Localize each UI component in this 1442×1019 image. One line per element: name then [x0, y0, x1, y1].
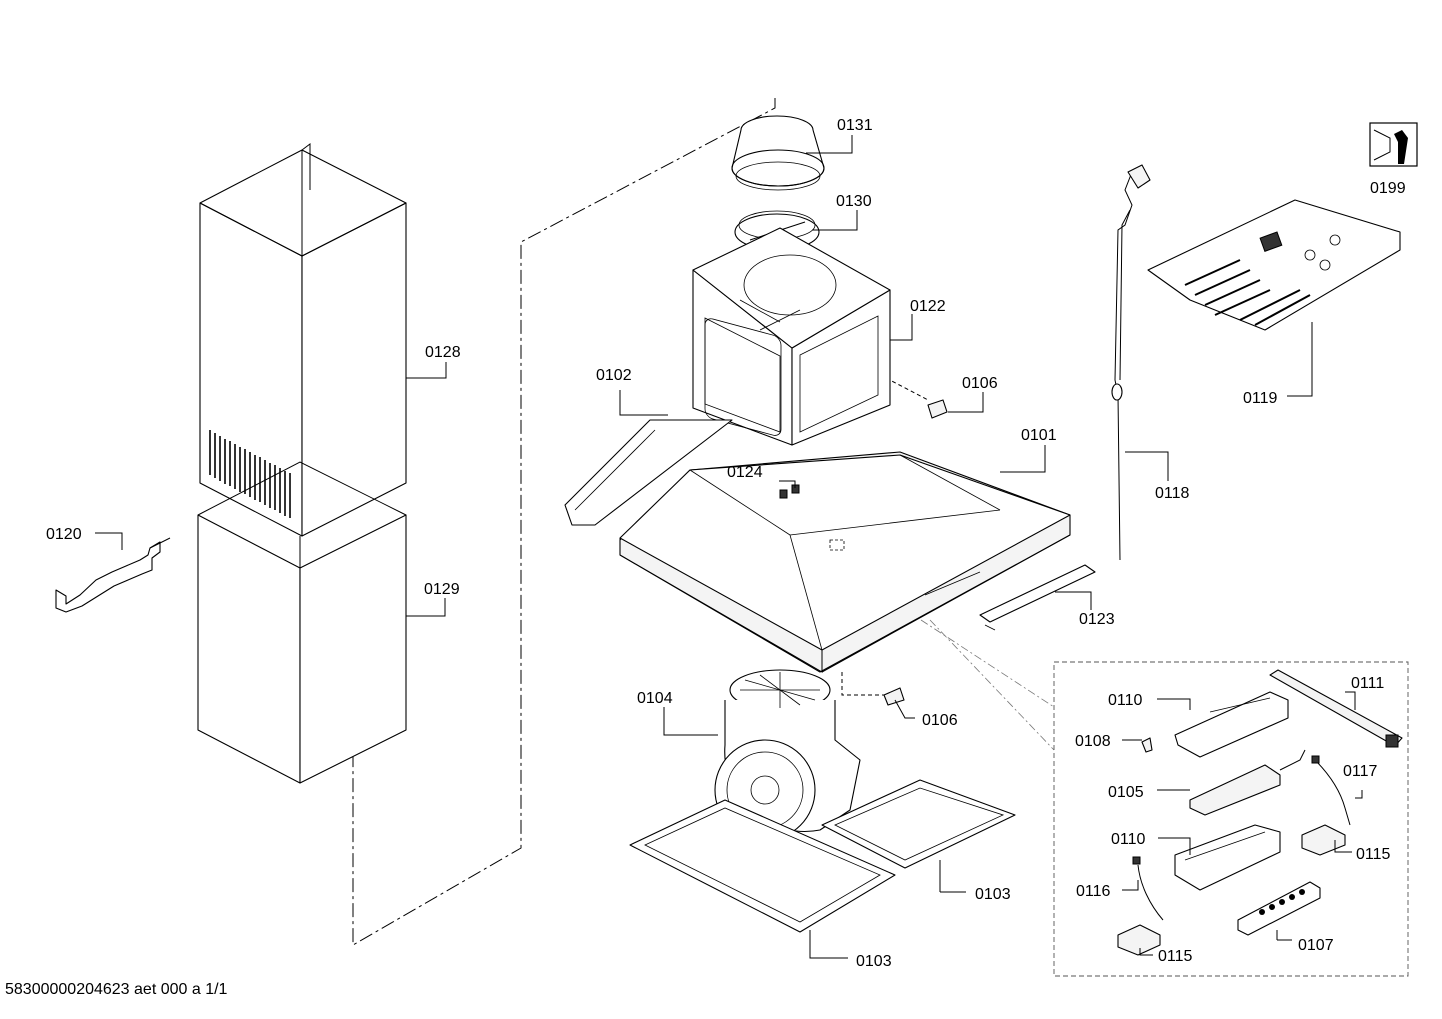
label-0104: 0104: [637, 690, 673, 707]
label-0199: 0199: [1370, 180, 1406, 197]
cable-harness: [1269, 669, 1403, 748]
label-0111: 0111: [1351, 675, 1384, 692]
label-0130: 0130: [836, 193, 872, 210]
label-0115-left: 0115: [1158, 948, 1193, 965]
label-0103-right: 0103: [975, 886, 1011, 903]
power-cord: [1111, 164, 1151, 561]
label-0110-top: 0110: [1108, 692, 1143, 709]
label-0129: 0129: [424, 581, 460, 598]
top-collar: [731, 115, 825, 191]
duct-mounting-plate: [564, 419, 733, 526]
label-0122: 0122: [910, 298, 946, 315]
cap-top: [927, 399, 948, 419]
label-0117: 0117: [1343, 763, 1378, 780]
label-0110-bottom: 0110: [1111, 831, 1146, 848]
control-cover-top: [1174, 691, 1289, 758]
clip-0108: [1141, 737, 1153, 753]
wrench-icon: [1369, 122, 1418, 167]
document-footer: 58300000204623 aet 000 a 1/1: [5, 981, 228, 998]
label-0120: 0120: [46, 526, 82, 543]
label-0131: 0131: [837, 117, 873, 134]
chimney-lower-cover: [197, 461, 407, 784]
cable-0116: [1132, 856, 1164, 921]
label-0116: 0116: [1076, 883, 1111, 900]
wall-bracket: [55, 537, 171, 613]
control-pcb: [1189, 749, 1306, 816]
label-0101: 0101: [1021, 427, 1057, 444]
fan-housing-box: [692, 227, 891, 446]
cap-bottom: [883, 687, 905, 706]
label-0115-right: 0115: [1356, 846, 1391, 863]
label-0124: 0124: [727, 464, 763, 481]
label-0108: 0108: [1075, 733, 1111, 750]
label-0128: 0128: [425, 344, 461, 361]
hood-body: [619, 451, 1071, 673]
label-0107: 0107: [1298, 937, 1334, 954]
leader-lines: [95, 135, 1363, 959]
cable-0117: [1311, 755, 1351, 826]
grease-filter-right: [821, 779, 1016, 869]
label-0103-left: 0103: [856, 953, 892, 970]
label-0102: 0102: [596, 367, 632, 384]
chimney-upper-cover: [199, 143, 407, 537]
label-0118: 0118: [1155, 485, 1190, 502]
label-0123: 0123: [1079, 611, 1115, 628]
label-0119: 0119: [1243, 390, 1278, 407]
label-0106-bottom: 0106: [922, 712, 958, 729]
grease-filter-left: [629, 799, 896, 933]
assembly-lines: [352, 98, 1409, 977]
mounting-rail: [979, 564, 1096, 631]
switch-module-left: [1117, 924, 1161, 956]
control-housing: [1174, 824, 1281, 891]
button-panel: [1237, 881, 1321, 936]
accessory-bag: [1147, 199, 1401, 331]
label-0106-top: 0106: [962, 375, 998, 392]
switch-module-right: [1301, 824, 1346, 856]
label-0105: 0105: [1108, 784, 1144, 801]
part-labels: 0131 0130 0122 0102 0106 0101 0124 0128 …: [46, 117, 1406, 970]
